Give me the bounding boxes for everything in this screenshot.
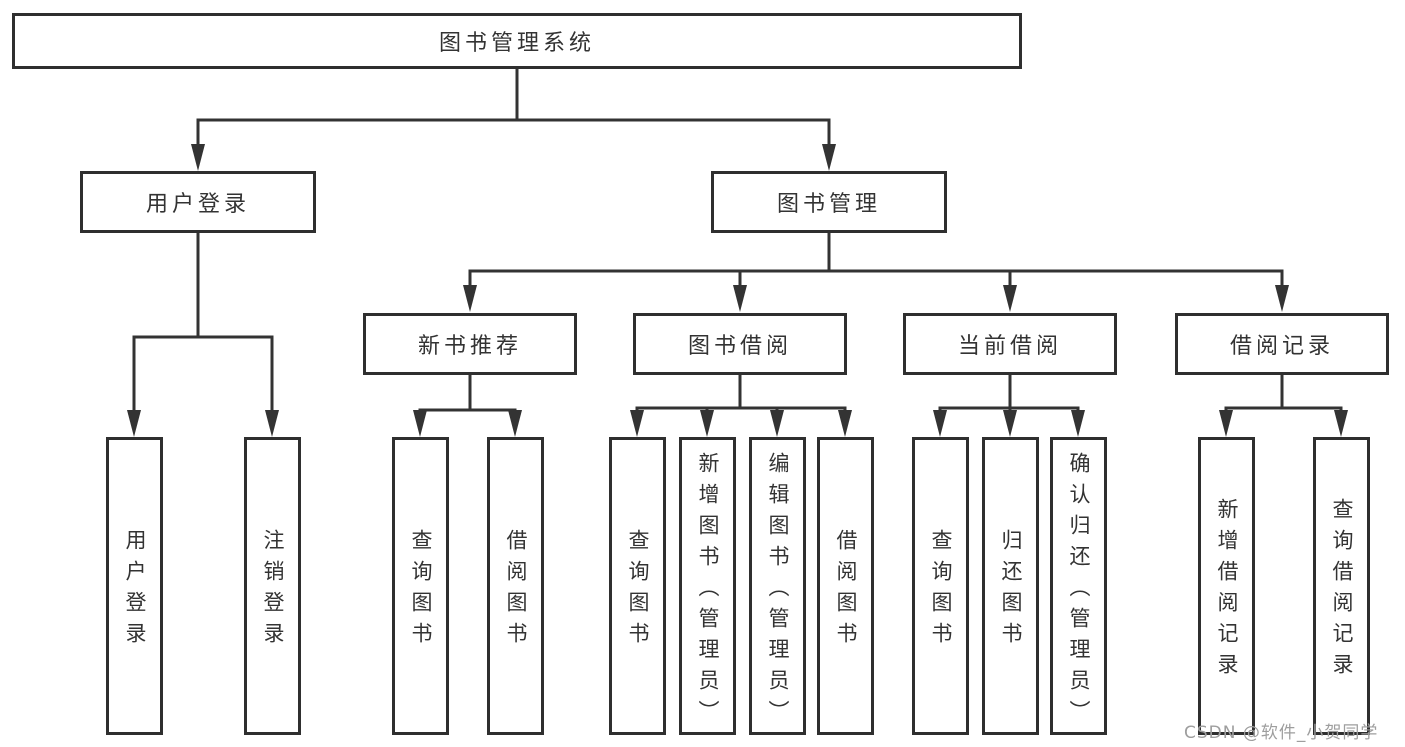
leaf-add-borrow-record: 新增借阅记录 bbox=[1198, 437, 1255, 735]
leaf-label: 查询图书 bbox=[409, 529, 433, 653]
node-user-login: 用户登录 bbox=[80, 171, 316, 233]
leaf-add-book-admin: 新增图书（管理员） bbox=[679, 437, 736, 735]
leaf-label: 查询图书 bbox=[929, 529, 953, 653]
node-book-borrowing: 图书借阅 bbox=[633, 313, 847, 375]
node-library-management-system: 图书管理系统 bbox=[12, 13, 1022, 69]
node-label: 图书借阅 bbox=[687, 334, 792, 359]
leaf-query-books-current: 查询图书 bbox=[912, 437, 969, 735]
leaf-borrow-books: 借阅图书 bbox=[817, 437, 874, 735]
leaf-label: 注销登录 bbox=[261, 529, 285, 653]
leaf-label: 借阅图书 bbox=[504, 529, 528, 653]
node-label: 借阅记录 bbox=[1229, 334, 1334, 359]
node-current-borrowing: 当前借阅 bbox=[903, 313, 1117, 375]
leaf-label: 新增图书（管理员） bbox=[696, 451, 720, 731]
leaf-query-borrow-record: 查询借阅记录 bbox=[1313, 437, 1370, 735]
leaf-logout: 注销登录 bbox=[244, 437, 301, 735]
leaf-label: 用户登录 bbox=[123, 529, 147, 653]
leaf-label: 归还图书 bbox=[999, 529, 1023, 653]
leaf-label: 新增借阅记录 bbox=[1215, 498, 1239, 684]
leaf-label: 借阅图书 bbox=[834, 529, 858, 653]
node-new-book-recommendation: 新书推荐 bbox=[363, 313, 577, 375]
node-label: 图书管理系统 bbox=[438, 31, 595, 56]
node-label: 用户登录 bbox=[145, 192, 250, 217]
leaf-edit-book-admin: 编辑图书（管理员） bbox=[749, 437, 806, 735]
node-borrowing-records: 借阅记录 bbox=[1175, 313, 1389, 375]
node-book-management: 图书管理 bbox=[711, 171, 947, 233]
leaf-user-login: 用户登录 bbox=[106, 437, 163, 735]
node-label: 新书推荐 bbox=[417, 334, 522, 359]
leaf-confirm-return-admin: 确认归还（管理员） bbox=[1050, 437, 1107, 735]
leaf-label: 编辑图书（管理员） bbox=[766, 451, 790, 731]
leaf-query-books-borrowing: 查询图书 bbox=[609, 437, 666, 735]
node-label: 当前借阅 bbox=[957, 334, 1062, 359]
leaf-borrow-books-recommend: 借阅图书 bbox=[487, 437, 544, 735]
leaf-query-books-recommend: 查询图书 bbox=[392, 437, 449, 735]
csdn-watermark: CSDN @软件_小贺同学 bbox=[1184, 723, 1379, 743]
leaf-return-books: 归还图书 bbox=[982, 437, 1039, 735]
leaf-label: 查询借阅记录 bbox=[1330, 498, 1354, 684]
leaf-label: 查询图书 bbox=[626, 529, 650, 653]
leaf-label: 确认归还（管理员） bbox=[1067, 451, 1091, 731]
node-label: 图书管理 bbox=[776, 192, 881, 217]
